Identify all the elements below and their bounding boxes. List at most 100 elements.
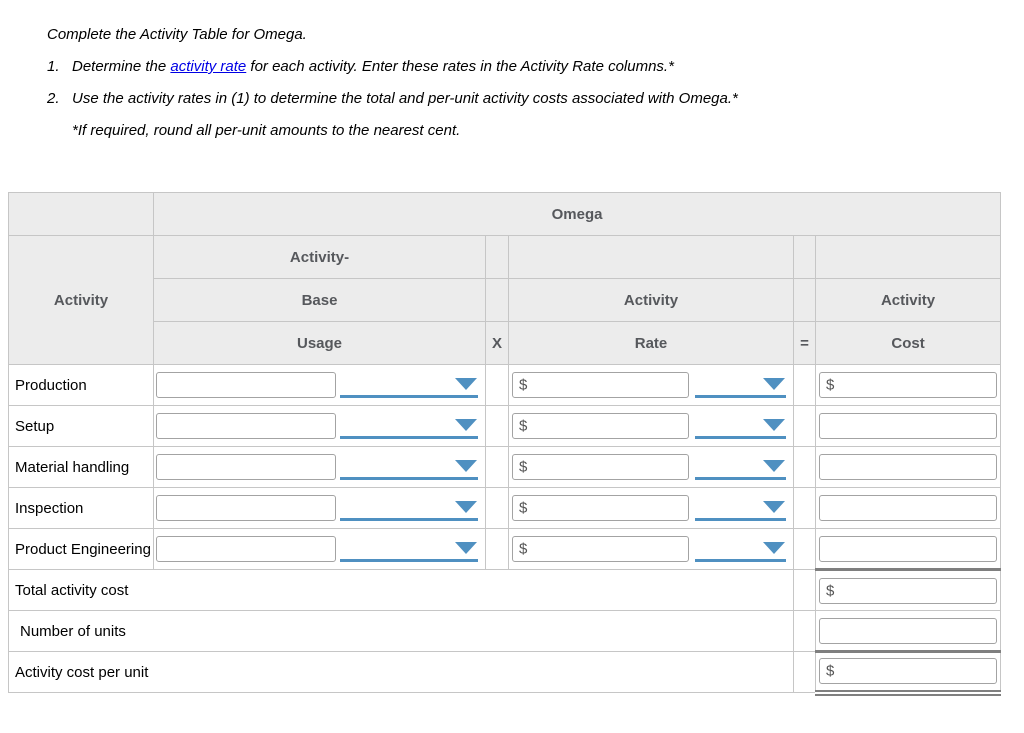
total-activity-cost-input[interactable] — [819, 577, 998, 604]
dropdown-arrow-icon — [455, 378, 477, 390]
header-empty-cell — [8, 192, 154, 236]
table-row-inspection: Inspection $ — [8, 487, 1002, 529]
rate-input[interactable] — [512, 536, 689, 562]
dropdown-arrow-icon — [763, 501, 785, 513]
header-row-2: Base Activity Activity — [9, 278, 1002, 322]
cost-cell — [814, 446, 1002, 488]
rate-cell: $ — [508, 405, 794, 447]
activity-row-label: Material handling — [8, 446, 154, 488]
equals-symbol: = — [793, 321, 816, 365]
instruction-text: Use the activity rates in (1) to determi… — [72, 90, 738, 107]
activity-row-label: Production — [8, 364, 154, 406]
summary-row-label: Number of units — [8, 610, 794, 652]
instructions-intro: Complete the Activity Table for Omega. — [47, 26, 307, 43]
x-spacer-cell — [485, 405, 509, 447]
dropdown-arrow-icon — [455, 419, 477, 431]
rate-dropdown[interactable] — [695, 413, 786, 439]
summary-row-label: Total activity cost — [8, 569, 794, 611]
usage-dropdown[interactable] — [340, 495, 478, 521]
equals-spacer-cell — [793, 528, 816, 570]
usage-cell — [153, 364, 486, 406]
cost-cell: $ — [814, 364, 1002, 406]
equals-spacer-cell — [793, 446, 816, 488]
header-cost-line3: Cost — [814, 321, 1002, 365]
cost-input[interactable] — [819, 372, 998, 398]
header-eq-spacer — [793, 278, 816, 322]
cost-cell — [814, 405, 1002, 447]
usage-cell — [153, 528, 486, 570]
table-row-setup: Setup $ — [8, 405, 1002, 447]
cost-input[interactable] — [819, 454, 998, 480]
cost-cell: $ — [814, 650, 1002, 696]
activity-cost-per-unit-input[interactable] — [819, 658, 998, 685]
header-rate-line2: Activity — [508, 278, 794, 322]
equals-spacer-cell — [793, 610, 816, 652]
table-row-number-of-units: Number of units — [8, 610, 1002, 652]
rate-dropdown[interactable] — [695, 372, 786, 398]
usage-dropdown[interactable] — [340, 454, 478, 480]
cost-cell: $ — [814, 568, 1002, 611]
x-spacer-cell — [485, 487, 509, 529]
usage-dropdown[interactable] — [340, 536, 478, 562]
x-spacer-cell — [485, 528, 509, 570]
usage-input[interactable] — [156, 454, 336, 480]
usage-input[interactable] — [156, 495, 336, 521]
instruction-text: for each activity. Enter these rates in … — [246, 58, 674, 75]
equals-spacer-cell — [793, 364, 816, 406]
table-title-row: Omega — [8, 192, 1002, 236]
rate-cell: $ — [508, 528, 794, 570]
equals-spacer-cell — [793, 405, 816, 447]
header-row-3: Usage X Rate = Cost — [9, 321, 1002, 365]
table-row-total-activity-cost: Total activity cost $ — [8, 568, 1002, 611]
usage-input[interactable] — [156, 536, 336, 562]
header-usage-line2: Base — [153, 278, 486, 322]
dropdown-arrow-icon — [455, 501, 477, 513]
usage-dropdown[interactable] — [340, 372, 478, 398]
rate-input[interactable] — [512, 413, 689, 439]
table-title: Omega — [152, 192, 1002, 236]
dropdown-arrow-icon — [763, 542, 785, 554]
instructions-block: Complete the Activity Table for Omega. 1… — [0, 0, 1024, 141]
header-x-spacer — [485, 278, 509, 322]
rate-cell: $ — [508, 446, 794, 488]
equals-spacer-cell — [793, 487, 816, 529]
usage-input[interactable] — [156, 413, 336, 439]
multiply-symbol: X — [485, 321, 509, 365]
equals-spacer-cell — [793, 569, 816, 611]
header-rate-line1 — [508, 235, 794, 279]
cost-input[interactable] — [819, 495, 998, 521]
activity-row-label: Inspection — [8, 487, 154, 529]
dropdown-arrow-icon — [763, 460, 785, 472]
header-activity: Activity — [8, 235, 154, 365]
list-number: 1. — [47, 58, 60, 75]
activity-rate-link[interactable]: activity rate — [170, 58, 247, 75]
cost-input[interactable] — [819, 413, 998, 439]
usage-dropdown[interactable] — [340, 413, 478, 439]
cost-input[interactable] — [819, 535, 998, 562]
rate-dropdown[interactable] — [695, 495, 786, 521]
header-cost-line1 — [814, 235, 1002, 279]
number-of-units-input[interactable] — [819, 617, 998, 644]
rate-cell: $ — [508, 364, 794, 406]
activity-row-label: Setup — [8, 405, 154, 447]
usage-cell — [153, 405, 486, 447]
usage-input[interactable] — [156, 372, 336, 398]
usage-cell — [153, 487, 486, 529]
rate-input[interactable] — [512, 495, 689, 521]
rate-cell: $ — [508, 487, 794, 529]
dropdown-arrow-icon — [455, 542, 477, 554]
dropdown-arrow-icon — [763, 378, 785, 390]
header-x-spacer — [485, 235, 509, 279]
table-row-production: Production $ $ — [8, 364, 1002, 406]
table-row-activity-cost-per-unit: Activity cost per unit $ — [8, 650, 1002, 696]
rate-input[interactable] — [512, 454, 689, 480]
header-rate-line3: Rate — [508, 321, 794, 365]
rate-input[interactable] — [512, 372, 689, 398]
x-spacer-cell — [485, 446, 509, 488]
list-number: 2. — [47, 90, 60, 107]
instruction-text: Determine the — [72, 58, 171, 75]
instruction-item-2: 2. Use the activity rates in (1) to deter… — [47, 89, 1024, 109]
rate-dropdown[interactable] — [695, 454, 786, 480]
rate-dropdown[interactable] — [695, 536, 786, 562]
dropdown-arrow-icon — [763, 419, 785, 431]
